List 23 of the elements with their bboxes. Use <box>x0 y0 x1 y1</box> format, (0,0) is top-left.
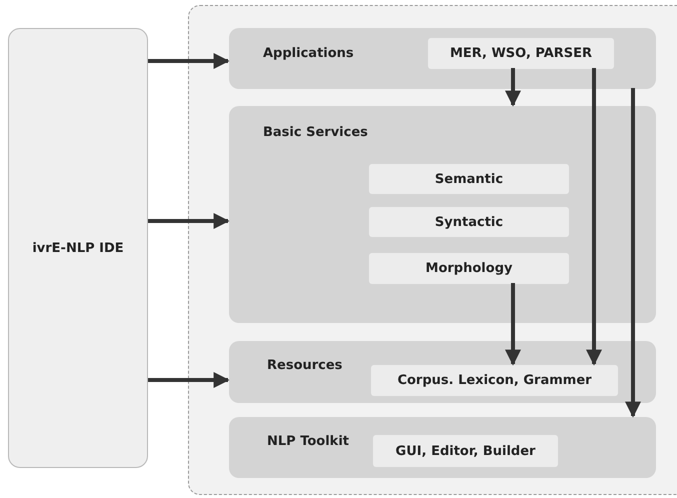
arrow <box>148 53 230 69</box>
layer-title: NLP Toolkit <box>267 434 349 449</box>
layer-band <box>229 106 656 323</box>
arrow <box>148 213 230 229</box>
component-box: GUI, Editor, Builder <box>373 435 558 467</box>
arrow <box>505 283 521 366</box>
arrow <box>625 88 641 418</box>
component-box: Corpus. Lexicon, Grammer <box>371 365 618 396</box>
arrow <box>505 68 521 107</box>
layer-title: Applications <box>263 46 354 61</box>
system-container <box>188 5 677 495</box>
component-box: Morphology <box>369 253 569 284</box>
layer-title: Basic Services <box>263 125 368 140</box>
layer-band <box>229 28 656 89</box>
arrow <box>586 68 602 366</box>
layer-band <box>229 417 656 478</box>
component-box: MER, WSO, PARSER <box>428 38 614 69</box>
arrow <box>148 372 230 388</box>
layer-title: Resources <box>267 358 342 373</box>
component-box: Syntactic <box>369 207 569 237</box>
layer-band <box>229 341 656 403</box>
tool-panel: ivrE-NLP IDE <box>8 28 148 468</box>
component-box: Semantic <box>369 164 569 194</box>
